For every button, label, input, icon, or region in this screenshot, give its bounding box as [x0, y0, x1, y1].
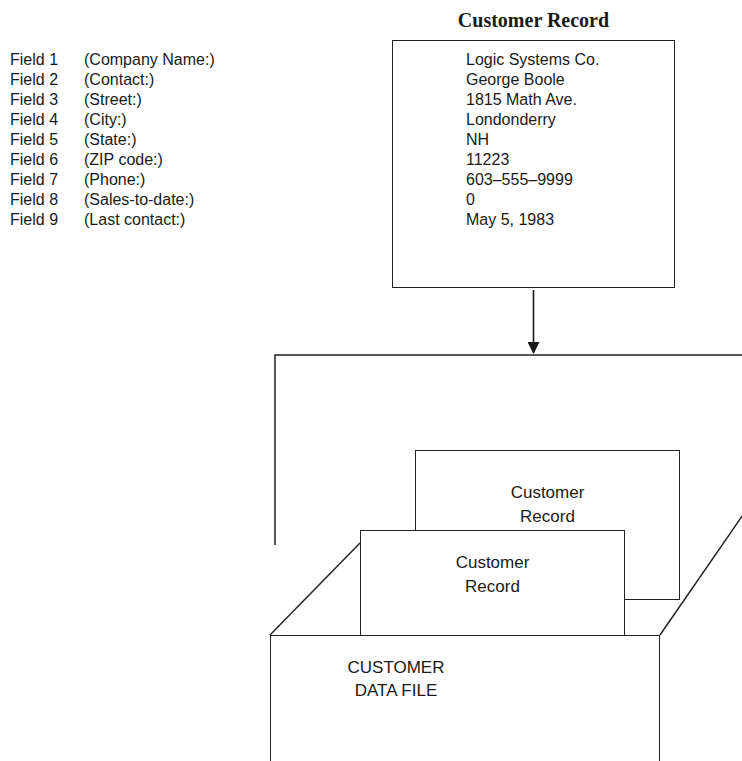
flow-arrow [533, 290, 535, 353]
field-value: Logic Systems Co. [466, 50, 668, 70]
field-name: (Street:) [84, 90, 142, 110]
field-number: Field 5 [10, 130, 58, 150]
field-value: 1815 Math Ave. [466, 90, 668, 110]
record-title: Customer Record [392, 8, 675, 32]
data-file-box: CUSTOMER DATA FILECustomer RecordCustome… [270, 355, 742, 761]
field-name: (Last contact:) [84, 210, 185, 230]
field-name: (ZIP code:) [84, 150, 163, 170]
file-front-face: CUSTOMER DATA FILE [270, 635, 660, 761]
field-number: Field 3 [10, 90, 58, 110]
field-name: (Contact:) [84, 70, 154, 90]
field-name: (Phone:) [84, 170, 145, 190]
field-value: May 5, 1983 [466, 210, 668, 230]
field-number: Field 8 [10, 190, 58, 210]
field-number: Field 2 [10, 70, 58, 90]
field-name: (State:) [84, 130, 136, 150]
card-label: Customer Record [438, 551, 548, 599]
field-number: Field 6 [10, 150, 58, 170]
field-value: 0 [466, 190, 668, 210]
field-number: Field 1 [10, 50, 58, 70]
field-value: 603–555–9999 [466, 170, 668, 190]
field-number: Field 9 [10, 210, 58, 230]
field-number: Field 7 [10, 170, 58, 190]
field-number: Field 4 [10, 110, 58, 130]
field-value: Londonderry [466, 110, 668, 130]
card-label: Customer Record [493, 481, 603, 529]
field-value: George Boole [466, 70, 668, 90]
record-box: Customer RecordLogic Systems Co.George B… [392, 8, 675, 288]
field-name: (Company Name:) [84, 50, 215, 70]
left-rim [270, 543, 360, 635]
field-value: NH [466, 130, 668, 150]
field-value: 11223 [466, 150, 668, 170]
record-border: Logic Systems Co.George Boole1815 Math A… [392, 40, 675, 288]
field-name: (City:) [84, 110, 127, 130]
field-name: (Sales-to-date:) [84, 190, 194, 210]
file-label: CUSTOMER DATA FILE [331, 656, 461, 702]
